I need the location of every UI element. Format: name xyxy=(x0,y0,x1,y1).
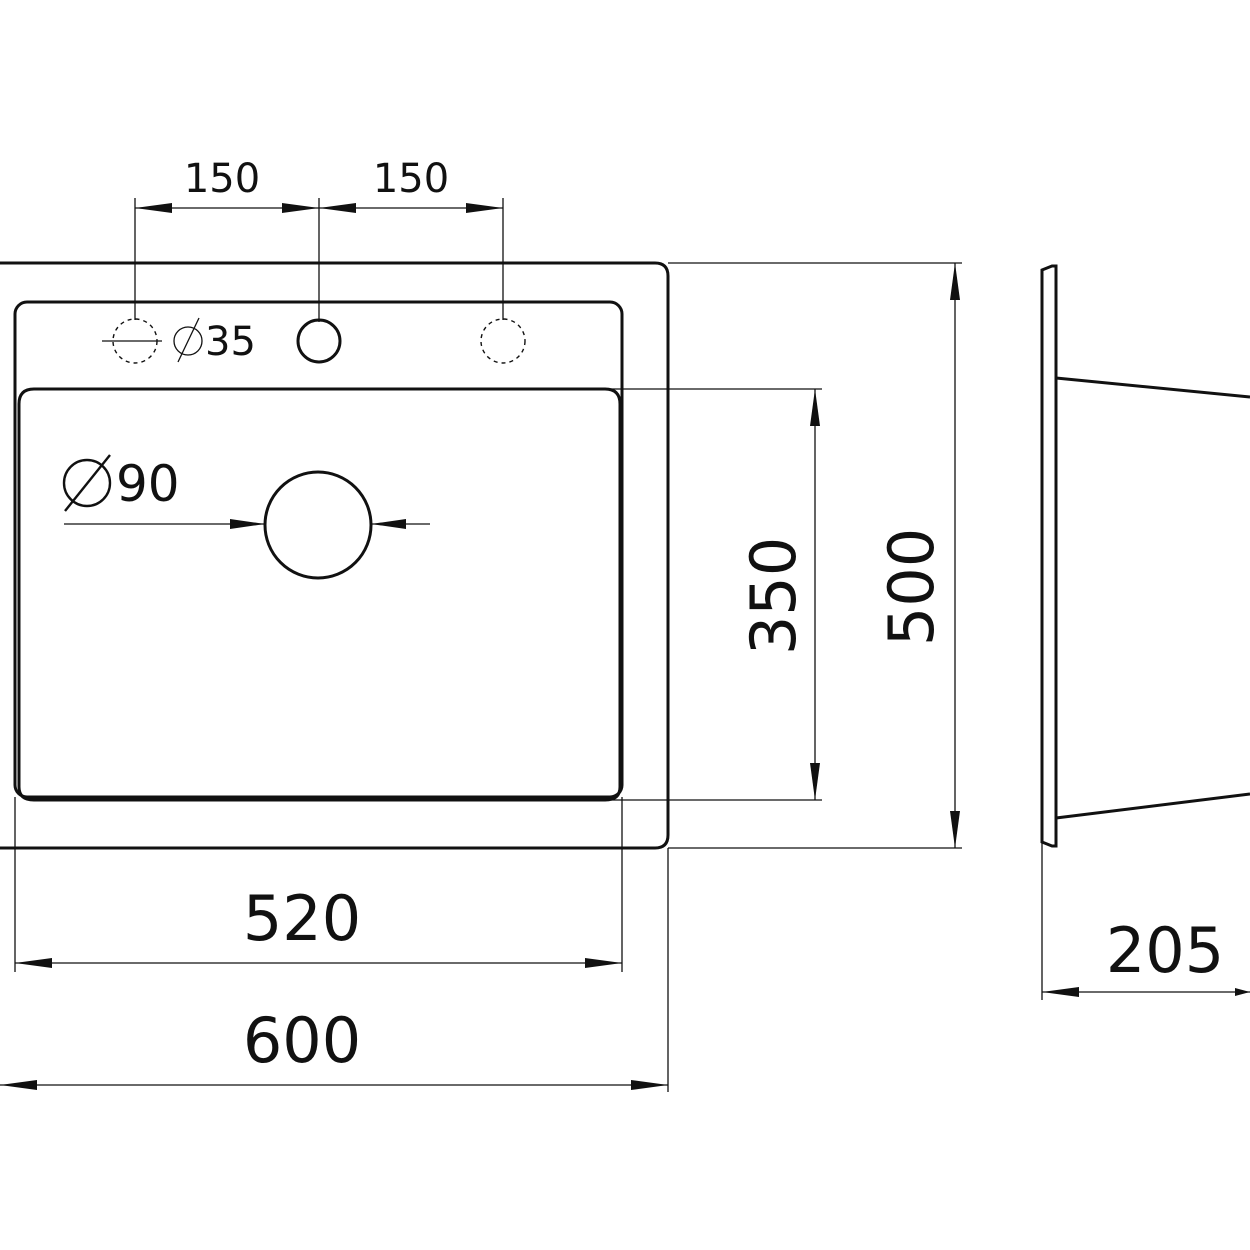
dimension-label-sink-height: 205 xyxy=(1106,914,1224,987)
arrow-head xyxy=(1042,987,1079,997)
side-view-rim xyxy=(1040,264,1058,848)
bowl-outline xyxy=(17,387,622,802)
dimension-label-bowl-width: 520 xyxy=(243,882,361,955)
arrow-head xyxy=(15,958,52,968)
dimension-label-overall-depth: 500 xyxy=(875,528,948,646)
arrow-head xyxy=(282,203,319,213)
diameter-symbol-slash xyxy=(177,317,200,363)
dimension-label-hole-spacing-left: 150 xyxy=(184,156,260,202)
arrow-head xyxy=(585,958,622,968)
arrow-head xyxy=(371,519,406,529)
side-view-bowl-bottom-edge xyxy=(1055,792,1250,820)
sink-outer-outline xyxy=(0,261,670,850)
arrow-head xyxy=(230,519,265,529)
diameter-symbol-icon xyxy=(62,458,112,508)
tap-hole-right xyxy=(480,318,526,364)
diameter-symbol-icon xyxy=(173,326,203,356)
dimension-label-bowl-depth: 350 xyxy=(737,537,810,655)
tap-hole-center xyxy=(296,318,342,364)
drain-hole xyxy=(263,470,373,580)
dimension-label-tap-hole-diameter: 35 xyxy=(205,319,256,365)
arrow-head xyxy=(319,203,356,213)
arrow-head xyxy=(466,203,503,213)
arrow-head xyxy=(810,763,820,800)
arrow-head xyxy=(135,203,172,213)
side-view-bowl-top-edge xyxy=(1055,376,1250,399)
arrow-head xyxy=(631,1080,668,1090)
arrow-head xyxy=(950,263,960,300)
dimension-label-overall-width: 600 xyxy=(243,1004,361,1077)
diameter-symbol-slash xyxy=(64,454,111,512)
dimension-label-drain-diameter: 90 xyxy=(116,455,180,513)
sink-deck-outline xyxy=(13,300,624,799)
arrow-head xyxy=(0,1080,37,1090)
dimension-label-hole-spacing-right: 150 xyxy=(373,156,449,202)
arrow-head xyxy=(950,811,960,848)
arrow-head xyxy=(810,389,820,426)
arrow-head xyxy=(1235,988,1250,996)
